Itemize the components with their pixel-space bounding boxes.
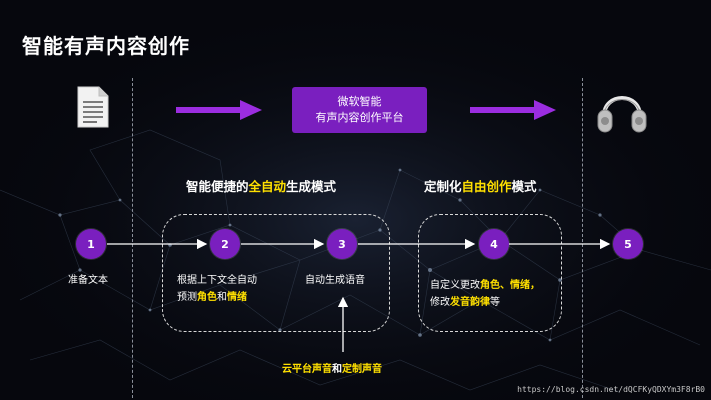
auto-mode-title-suffix: 生成模式 [286, 179, 337, 194]
step2-label-line2: 预测角色和情绪 [177, 289, 257, 306]
voice-source-cloud: 云平台声音 [282, 364, 332, 375]
step4-line2-prefix: 修改 [430, 297, 450, 308]
divider-left [132, 78, 133, 398]
step1-label: 准备文本 [68, 275, 108, 286]
headphones-icon [597, 96, 647, 133]
platform-box: 微软智能 有声内容创作平台 [292, 87, 427, 133]
custom-mode-title-highlight: 自由创作 [461, 179, 512, 194]
step4-line1-sep: 、 [500, 280, 510, 291]
voice-source-and: 和 [332, 364, 342, 375]
auto-mode-title-highlight: 全自动 [248, 179, 287, 194]
auto-mode-title-prefix: 智能便捷的 [186, 179, 249, 194]
auto-mode-title: 智能便捷的全自动生成模式 [186, 176, 336, 195]
slide-title: 智能有声内容创作 [22, 34, 190, 58]
step2-line2-prefix: 预测 [177, 292, 197, 303]
voice-source-label: 云平台声音和定制声音 [282, 360, 382, 375]
step2-line2-and: 和 [217, 292, 227, 303]
step2-line2-emotion: 情绪 [227, 292, 247, 303]
step4-line1-comma: ， [530, 280, 540, 291]
step2-line2-role: 角色 [197, 292, 217, 303]
step-4: 4 [479, 229, 509, 259]
platform-line1: 微软智能 [337, 95, 382, 108]
step4-line1-prefix: 自定义更改 [430, 280, 480, 291]
step-5: 5 [613, 229, 643, 259]
divider-right [582, 78, 583, 398]
step2-label: 根据上下文全自动 预测角色和情绪 [177, 272, 257, 306]
watermark: https://blog.csdn.net/dQCFKyQDXYm3F8rB0 [517, 385, 705, 394]
custom-mode-title-suffix: 模式 [511, 179, 537, 194]
step2-label-line1: 根据上下文全自动 [177, 275, 257, 286]
document-icon [77, 86, 109, 128]
step-2: 2 [210, 229, 240, 259]
step4-line2-prosody: 发音韵律 [450, 297, 490, 308]
auto-mode-box [162, 214, 390, 332]
step4-line1-role: 角色 [480, 280, 500, 291]
arrow-to-platform-icon [176, 100, 262, 120]
step4-line2-suffix: 等 [490, 297, 500, 308]
step4-label-line1: 自定义更改角色、情绪， [430, 277, 540, 294]
voice-source-custom: 定制声音 [342, 364, 382, 375]
step3-label: 自动生成语音 [305, 275, 365, 286]
step4-label: 自定义更改角色、情绪， 修改发音韵律等 [430, 277, 540, 311]
step4-line1-emotion: 情绪 [510, 280, 530, 291]
step4-label-line2: 修改发音韵律等 [430, 294, 540, 311]
step-3: 3 [327, 229, 357, 259]
platform-line2: 有声内容创作平台 [315, 111, 404, 124]
step-1: 1 [76, 229, 106, 259]
custom-mode-title-prefix: 定制化 [424, 179, 462, 194]
arrow-to-output-icon [470, 100, 556, 120]
custom-mode-box [418, 214, 562, 332]
custom-mode-title: 定制化自由创作模式 [424, 176, 537, 195]
